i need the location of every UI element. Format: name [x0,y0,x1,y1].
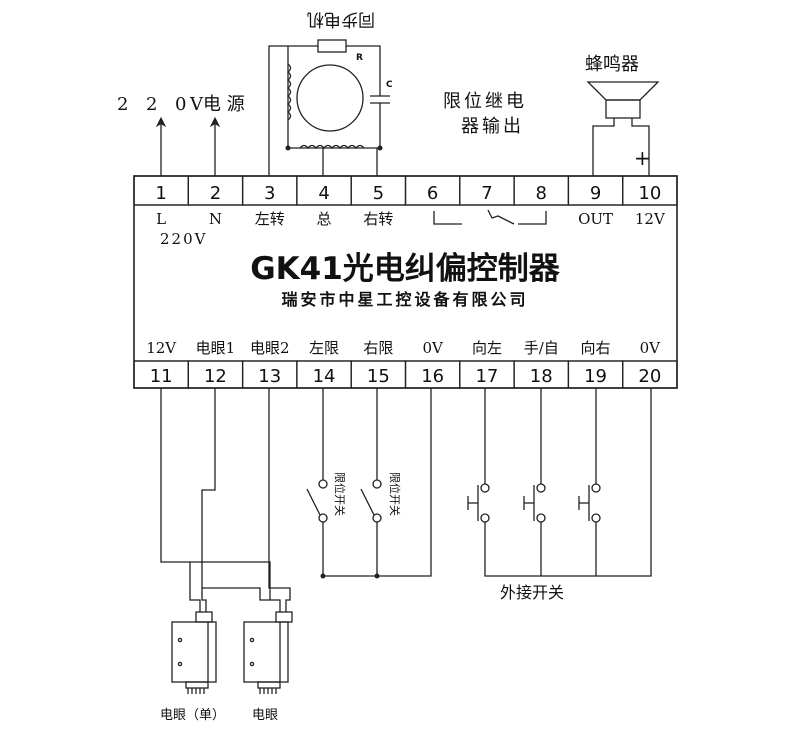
top-label-4: 总 [317,210,332,228]
top-number-5: 5 [373,183,384,204]
bottom-label-1: 12V [146,339,177,357]
bottom-number-1: 11 [150,366,173,387]
push-button-left [467,388,490,560]
resistor-label: R [356,53,363,63]
top-label-2: N [209,210,222,228]
top-number-2: 2 [210,183,221,204]
limit-relay-label-2: 器输出 [461,116,524,137]
buzzer-plus: + [634,146,651,170]
bottom-cell-10 [622,360,678,389]
top-number-3: 3 [264,183,275,204]
top-label-1: L [156,210,166,228]
buzzer-label: 蜂鸣器 [585,54,639,75]
bottom-label-6: 0V [422,339,444,357]
manufacturer-name: 瑞安市中星工控设备有限公司 [281,290,528,309]
buzzer-horn-icon [586,81,660,101]
top-label-5: 右转 [363,210,393,228]
top-cell-10 [622,175,678,206]
top-number-4: 4 [318,183,329,204]
relay-contact-6 [433,211,462,225]
push-button-manual-auto [523,388,546,560]
motor-rotor [296,64,364,132]
motor-coil-bottom [299,144,365,150]
top-number-1: 1 [155,183,166,204]
limit-switch-label-right: 限位开关 [388,472,402,516]
motor-coil-left [286,63,292,121]
power-digit-1: 2 [117,94,128,115]
top-number-6: 6 [427,183,438,204]
bottom-number-5: 15 [367,366,390,387]
push-button-right [578,388,601,560]
photo-eye-sensor-2: 电眼 [243,611,293,723]
top-label-10: 12V [635,210,666,228]
sensor-label-1: 电眼（单） [160,708,225,723]
bottom-number-4: 14 [313,366,336,387]
bottom-number-3: 13 [258,366,281,387]
bottom-number-2: 12 [204,366,227,387]
top-number-7: 7 [481,183,492,204]
top-number-8: 8 [536,183,547,204]
external-switch-label: 外接开关 [500,583,564,602]
top-label-3: 左转 [255,210,285,228]
limit-switch-label-left: 限位开关 [333,472,347,516]
bottom-label-5: 右限 [363,339,393,357]
motor-label: 同步电机 [307,9,375,29]
sensor-wiring [160,388,291,612]
bottom-label-2: 电眼1 [196,339,236,357]
bottom-label-7: 向左 [472,339,502,357]
power-digit-2: 2 [146,94,157,115]
capacitor-label: C [386,80,393,90]
bottom-label-9: 向右 [581,339,611,357]
bottom-label-4: 左限 [309,339,339,357]
relay-contact-7 [487,209,515,225]
controller-title: GK41光电纠偏控制器 [250,251,561,287]
photo-eye-sensor-1: 电眼（单） [160,611,225,723]
top-number-9: 9 [590,183,601,204]
power-digit-3: 0 [175,94,186,115]
bottom-label-8: 手/自 [524,339,559,357]
bottom-number-9: 19 [584,366,607,387]
sensor-label-2: 电眼 [252,708,278,723]
resistor [317,39,347,53]
voltage-note: 220V [160,230,207,248]
bottom-number-8: 18 [530,366,553,387]
buzzer: 蜂鸣器 + [585,54,660,176]
limit-switches: 限位开关 限位开关 [306,388,432,579]
bottom-label-10: 0V [640,339,662,357]
bottom-number-6: 16 [421,366,444,387]
relay-contact-8 [518,211,547,225]
buzzer-body [605,99,641,119]
synchronous-motor: 同步电机 R C [268,9,393,176]
power-input: 2 2 0 V电 源 [117,94,245,176]
top-number-10: 10 [638,183,661,204]
bottom-number-7: 17 [475,366,498,387]
power-label: V电 源 [189,94,245,115]
top-label-9: OUT [578,210,613,228]
limit-relay-label-1: 限位继电 [443,91,527,112]
bottom-label-3: 电眼2 [250,339,290,357]
external-switches: 外接开关 [467,388,652,602]
bottom-number-10: 20 [638,366,661,387]
